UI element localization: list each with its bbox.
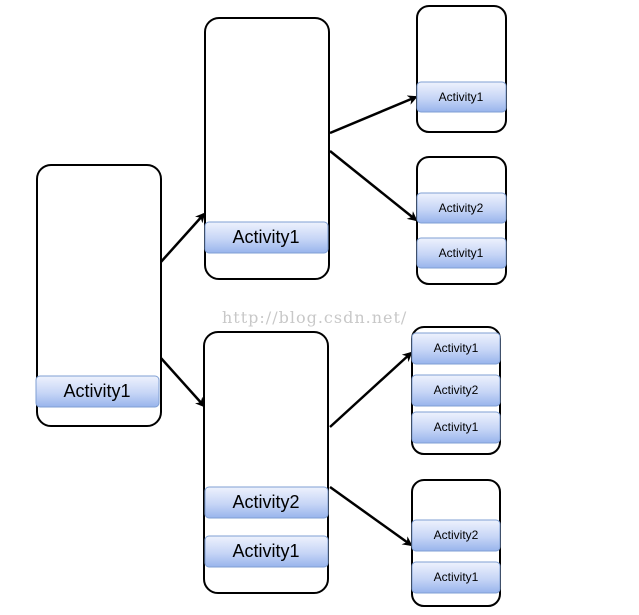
stack-root-frame — [36, 164, 162, 427]
activity-block — [204, 221, 329, 254]
activity-label: Activity2 — [439, 201, 484, 215]
activity-label: Activity2 — [434, 528, 479, 542]
arrows — [159, 95, 418, 547]
stack-root: Activity1 — [35, 164, 162, 427]
activity-block — [411, 374, 501, 407]
stack-mid-top-frame — [204, 17, 330, 280]
activity-label: Activity1 — [434, 341, 479, 355]
activity-label: Activity2 — [232, 492, 299, 512]
stack-right-d: Activity2 Activity1 — [411, 479, 501, 607]
activity-label: Activity1 — [434, 420, 479, 434]
activity-label: Activity1 — [434, 570, 479, 584]
activity-block — [204, 535, 329, 568]
stack-mid-bottom-frame — [203, 331, 329, 594]
activity-block — [416, 192, 507, 224]
arrow-top-stack-to-stack-a — [329, 95, 418, 135]
activity-block — [204, 486, 329, 519]
watermark-text: http://blog.csdn.net/ — [222, 308, 407, 327]
activity-label: Activity1 — [439, 246, 484, 260]
activity-label: Activity1 — [63, 381, 130, 401]
arrow-root-to-top-stack — [159, 212, 206, 264]
arrow-bottom-stack-to-stack-d — [329, 485, 413, 547]
activity-block — [411, 411, 501, 444]
activity-block — [416, 81, 507, 113]
arrow-top-stack-to-stack-b — [329, 150, 418, 222]
stack-right-a: Activity1 — [416, 5, 507, 133]
activity-block — [411, 332, 501, 365]
activity-label: Activity1 — [232, 227, 299, 247]
activity-label: Activity2 — [434, 383, 479, 397]
activity-block — [416, 237, 507, 269]
activity-block — [411, 561, 501, 594]
activity-block — [411, 519, 501, 552]
stack-right-a-frame — [416, 5, 507, 133]
stack-mid-bottom: Activity2 Activity1 — [203, 331, 329, 594]
stack-right-b: Activity2 Activity1 — [416, 156, 507, 285]
stack-right-c: Activity1 Activity2 Activity1 — [411, 326, 501, 455]
activity-block — [35, 375, 160, 408]
arrow-bottom-stack-to-stack-c — [329, 351, 413, 428]
arrow-root-to-bottom-stack — [159, 356, 206, 408]
activity-label: Activity1 — [232, 541, 299, 561]
stack-mid-top: Activity1 — [204, 17, 330, 280]
activity-label: Activity1 — [439, 90, 484, 104]
